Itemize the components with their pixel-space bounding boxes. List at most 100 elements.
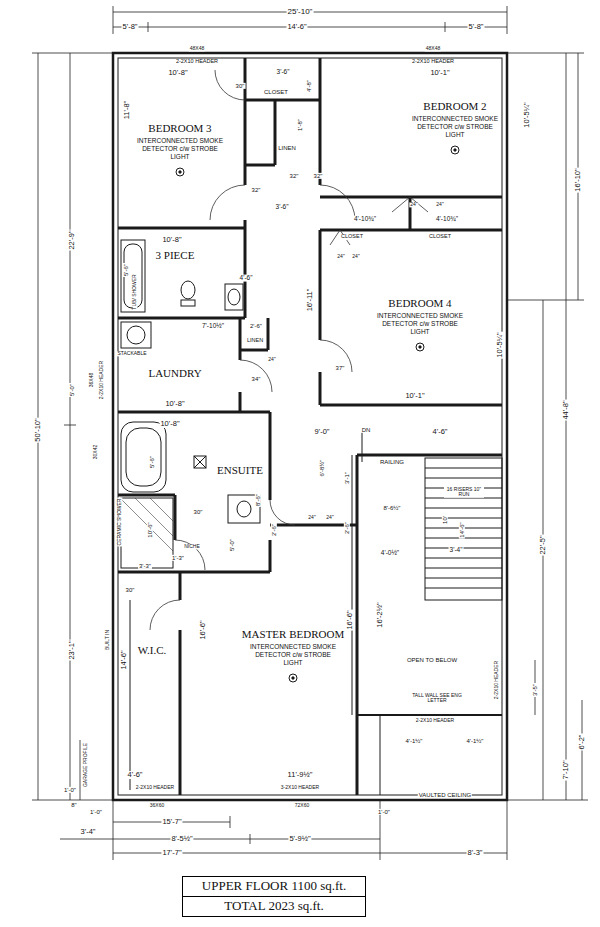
plan-line [425, 458, 502, 600]
plan-line [425, 508, 502, 509]
dimension-label: 3-2X10 HEADER [280, 785, 320, 790]
plan-line [237, 501, 251, 517]
plan-line [362, 430, 363, 462]
dimension-label: 1'-0" [63, 787, 77, 793]
plan-line [454, 149, 456, 151]
plan-line [425, 558, 502, 559]
room-label: BEDROOM 4INTERCONNECTED SMOKE DETECTOR c… [374, 297, 466, 337]
plan-line [215, 70, 245, 100]
dimension-label: 4'-1½" [466, 738, 485, 744]
room-name: MASTER BEDROOM [242, 628, 344, 641]
dimension-label: 22'-9" [68, 229, 76, 250]
dimension-label: 7'-10" [562, 759, 570, 780]
plan-line [507, 800, 508, 860]
dimension-label: 5'-0" [229, 538, 235, 552]
dimension-label: 2-2X10 HEADER [99, 360, 104, 400]
plan-line [245, 164, 275, 167]
dimension-label: 3'-5" [532, 683, 538, 697]
plan-line [425, 578, 502, 579]
plan-line [228, 289, 240, 305]
dimension-label: 5'-6" [149, 455, 155, 469]
fixtures [121, 240, 260, 568]
plan-line [270, 500, 295, 525]
plan-line [150, 600, 180, 630]
plan-line [239, 392, 242, 412]
plan-line [176, 168, 184, 176]
dimension-label: 16'-11" [306, 288, 314, 313]
dimension-label: 30" [125, 587, 136, 593]
plan-line [127, 326, 145, 344]
dimension-label: 14'-6" [120, 649, 128, 670]
dimension-label: 4'-10¾" [435, 216, 459, 223]
dimension-label: 24" [409, 202, 418, 207]
dimension-label: 4'-1½" [405, 738, 424, 744]
room-name: BEDROOM 3 [134, 122, 226, 135]
dimension-label: 24" [336, 254, 345, 259]
plan-line [357, 714, 502, 716]
plan-line [274, 100, 277, 165]
dimension-label: 2-2X10 HEADER [411, 59, 455, 65]
room-name: ENSUITE [217, 464, 263, 477]
dimension-label: 34" [251, 376, 262, 382]
plan-line [566, 53, 567, 800]
dimension-label: 1'-0" [89, 809, 103, 815]
dimension-label: LINEN [246, 338, 264, 344]
dimension-label: 5'-8" [468, 23, 485, 31]
dimension-label: NICHE [183, 544, 201, 549]
dimension-label: 10'-6" [147, 521, 153, 538]
dimension-label: GARAGE PROFILE [83, 742, 88, 788]
plan-line [245, 99, 320, 102]
dimension-label: 6'-8½" [319, 459, 325, 478]
dimension-label: 17'-7" [161, 849, 182, 857]
dimension-label: 32" [313, 173, 324, 179]
dimension-label: 3'-1" [344, 471, 350, 485]
plan-line [240, 349, 268, 352]
dimension-label: 14'-6" [459, 521, 465, 538]
plan-line [80, 740, 81, 800]
dimension-label: LINEN [277, 145, 297, 151]
plan-line [451, 146, 459, 154]
plan-line [357, 454, 502, 457]
dimension-label: CLOSET [340, 234, 364, 240]
dimension-label: 3'-4" [80, 828, 97, 836]
plan-line [320, 340, 352, 372]
dimension-label: OPEN TO BELOW [406, 657, 458, 663]
area-box: UPPER FLOOR 1100 sq.ft.TOTAL 2023 sq.ft. [182, 876, 366, 917]
plan-line [121, 322, 151, 348]
plan-line [289, 674, 297, 682]
stairs-and-railing [130, 430, 502, 795]
plan-line [194, 456, 206, 468]
dimension-label: 5'-6" [123, 263, 129, 277]
plan-line [113, 53, 507, 800]
dimension-label: 8'-6½" [383, 505, 402, 511]
plan-line [174, 495, 177, 540]
dimension-label: 23'-1" [68, 639, 76, 660]
plan-line [380, 715, 381, 795]
area-text: UPPER FLOOR 1100 sq.ft. [183, 877, 365, 896]
dimension-label: 10'-1" [404, 392, 425, 400]
plan-line [250, 834, 251, 844]
plan-line [292, 677, 294, 679]
plan-line [445, 22, 446, 32]
dimension-label: 4'-6" [432, 428, 449, 436]
plan-line [320, 185, 355, 220]
dimension-label: RAILING [379, 459, 405, 465]
plan-line [113, 800, 114, 860]
dimension-label: 10'-8" [167, 69, 188, 77]
dimension-label: 4'-10¾" [353, 216, 377, 223]
dimension-label: 30X42 [93, 444, 98, 460]
plan-line [392, 197, 428, 212]
dimension-label: 8'-6" [255, 493, 261, 507]
room-name: BEDROOM 2 [409, 100, 501, 113]
dimension-label: 3'-6" [276, 69, 291, 76]
dimension-label: 7'-10½" [201, 323, 225, 330]
dimension-label: 24" [307, 515, 316, 520]
dimension-label: 8" [70, 802, 77, 808]
dimension-label: 16'-2½" [376, 601, 384, 628]
plan-line [113, 27, 507, 28]
dimension-label: DN [361, 427, 372, 433]
dimension-label: 36X48 [89, 372, 94, 388]
dimension-label: 2-2X10 HEADER [415, 718, 455, 723]
area-text: TOTAL 2023 sq.ft. [183, 896, 365, 916]
dimension-lines [32, 6, 588, 860]
